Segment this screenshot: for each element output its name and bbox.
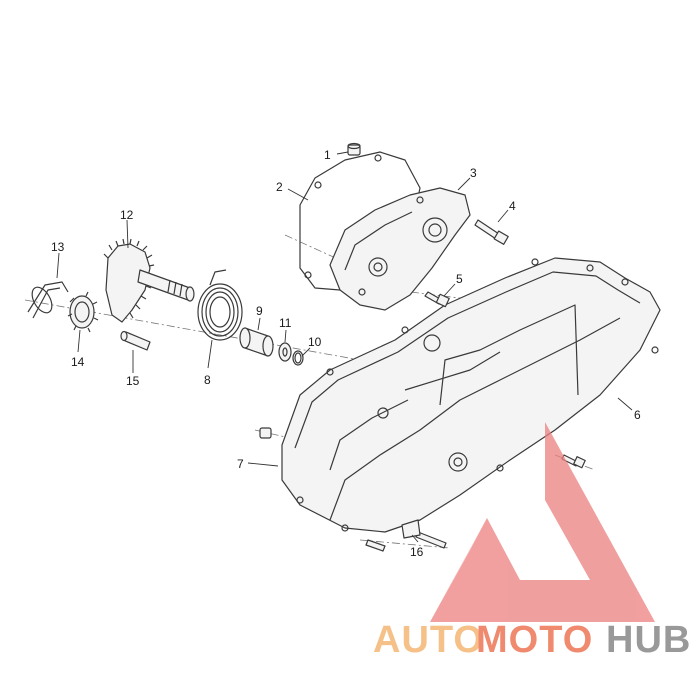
callout-10: 10 bbox=[308, 335, 322, 349]
callout-8: 8 bbox=[204, 373, 211, 387]
kick-start-cover bbox=[329, 187, 471, 311]
kick-starter-spindle bbox=[103, 238, 195, 323]
watermark-text-hub: HUB bbox=[606, 619, 691, 661]
callout-6: 6 bbox=[634, 408, 641, 422]
callout-2: 2 bbox=[276, 180, 283, 194]
watermark-text-auto: AUTO bbox=[373, 619, 484, 661]
automotohub-logo-mark bbox=[430, 422, 655, 622]
logo-triangle bbox=[430, 422, 655, 622]
circlip bbox=[292, 350, 304, 366]
return-spring bbox=[27, 281, 69, 319]
guide-pin bbox=[120, 330, 151, 351]
bushing bbox=[239, 327, 274, 357]
dowel-pin bbox=[347, 142, 361, 156]
callout-labels: 1 2 3 4 5 6 7 8 9 10 11 12 13 14 15 16 bbox=[51, 148, 641, 559]
callout-4: 4 bbox=[509, 199, 516, 213]
callout-12: 12 bbox=[120, 208, 134, 222]
callout-16: 16 bbox=[410, 545, 424, 559]
wire-clip bbox=[401, 519, 421, 539]
washer bbox=[278, 342, 292, 362]
callout-7: 7 bbox=[237, 457, 244, 471]
callout-11: 11 bbox=[279, 316, 292, 330]
long-bolt bbox=[474, 219, 509, 245]
callout-3: 3 bbox=[470, 166, 477, 180]
callout-1: 1 bbox=[324, 148, 331, 162]
short-bolt bbox=[424, 291, 450, 308]
callout-15: 15 bbox=[126, 374, 140, 388]
callout-9: 9 bbox=[256, 304, 263, 318]
kick-starter-spring bbox=[197, 269, 243, 341]
callout-5: 5 bbox=[456, 272, 463, 286]
watermark-text-moto: MOTO bbox=[476, 619, 593, 661]
callout-13: 13 bbox=[51, 240, 65, 254]
transmission-cover bbox=[281, 257, 661, 533]
automotohub-watermark: AUTO MOTO HUB bbox=[373, 422, 691, 661]
leader-lines bbox=[56, 151, 633, 543]
kick-starter-pinion bbox=[67, 291, 99, 333]
callout-14: 14 bbox=[71, 355, 85, 369]
